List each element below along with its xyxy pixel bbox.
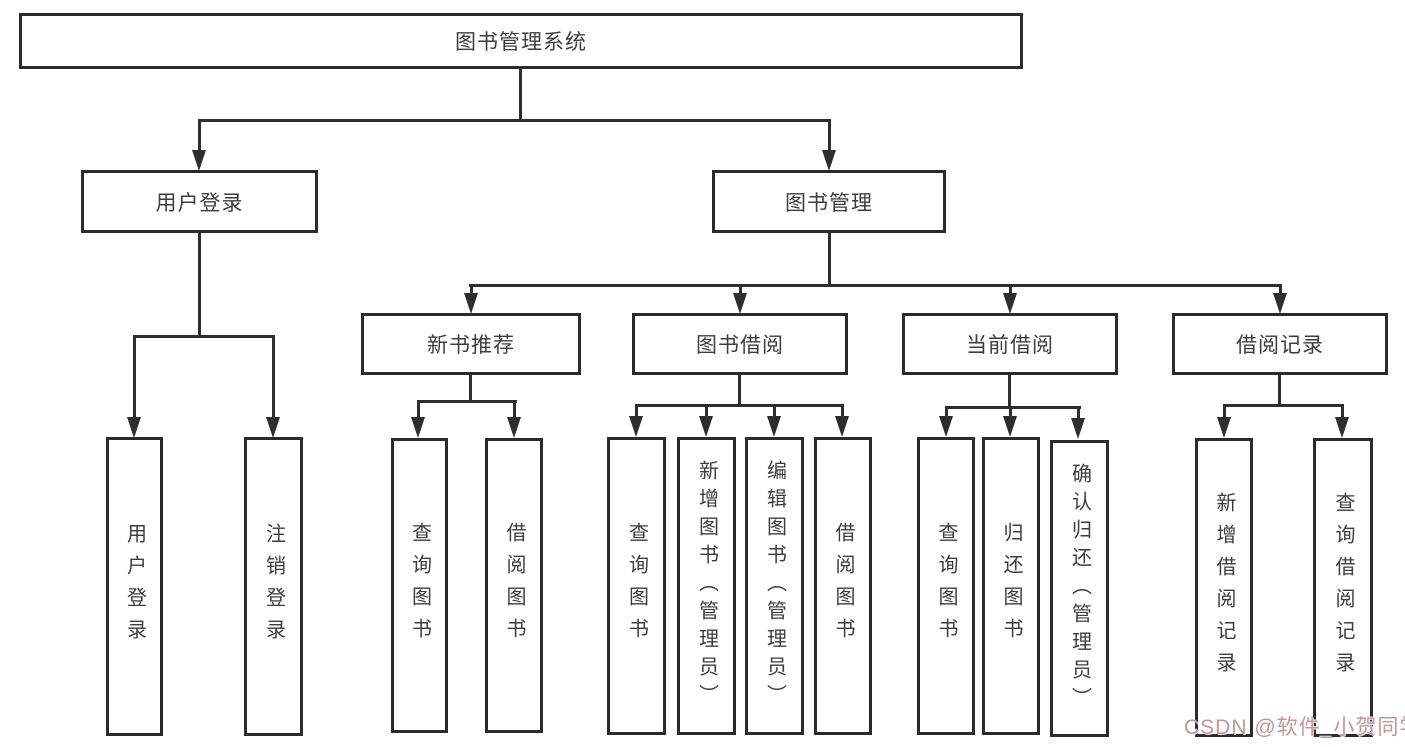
- arrow-down-icon: [767, 416, 781, 437]
- node-label: 归还图书: [1000, 522, 1022, 650]
- connector-line: [705, 404, 708, 418]
- connector-line: [635, 404, 844, 407]
- node-label: 编辑图书（管理员）: [763, 460, 786, 712]
- arrow-down-icon: [822, 150, 836, 171]
- connector-line: [417, 400, 420, 420]
- connector-line: [1223, 404, 1226, 418]
- arrow-down-icon: [1003, 293, 1017, 314]
- node-label: 查询借阅记录: [1332, 491, 1354, 684]
- connector-line: [198, 233, 201, 337]
- arrow-down-icon: [629, 416, 643, 437]
- arrow-down-icon: [1071, 418, 1085, 439]
- connector-line: [519, 69, 522, 122]
- node-user-login: 用户登录: [106, 437, 163, 736]
- node-return-books: 归还图书: [982, 437, 1040, 735]
- connector-line: [133, 335, 275, 338]
- connector-line: [635, 404, 638, 418]
- node-label: 借阅图书: [503, 521, 525, 650]
- node-query-borrow-record: 查询借阅记录: [1313, 438, 1373, 737]
- connector-line: [773, 404, 776, 418]
- connector-line: [198, 119, 201, 152]
- connector-line: [417, 400, 517, 403]
- node-query-books: 查询图书: [917, 437, 975, 735]
- node-label: 查询图书: [408, 521, 431, 650]
- arrow-down-icon: [127, 417, 141, 438]
- arrow-down-icon: [733, 293, 747, 314]
- arrow-down-icon: [507, 417, 521, 438]
- connector-line: [1008, 375, 1011, 408]
- connector-line: [945, 406, 1081, 409]
- connector-line: [1077, 406, 1080, 418]
- node-query-books: 查询图书: [391, 438, 448, 733]
- node-borrow-books: 借阅图书: [485, 438, 543, 733]
- arrow-down-icon: [411, 417, 425, 438]
- connector-line: [469, 375, 472, 402]
- node-label: 确认归还（管理员）: [1068, 462, 1091, 715]
- connector-line: [1278, 375, 1281, 406]
- node-query-books: 查询图书: [607, 437, 666, 735]
- arrow-down-icon: [939, 416, 953, 437]
- node-label: 查询图书: [935, 522, 957, 650]
- connector-line: [841, 404, 844, 418]
- arrow-down-icon: [699, 416, 713, 437]
- csdn-watermark: CSDN @软件_小贺同学: [1184, 716, 1405, 739]
- node-current-borrowing: 当前借阅: [902, 313, 1118, 375]
- node-logout: 注销登录: [244, 437, 303, 736]
- node-borrowing-records: 借阅记录: [1172, 313, 1388, 375]
- connector-line: [469, 284, 1282, 287]
- arrow-down-icon: [835, 416, 849, 437]
- node-label: 注销登录: [262, 522, 285, 651]
- node-add-borrow-record: 新增借阅记录: [1195, 438, 1253, 737]
- node-add-books-admin: 新增图书（管理员）: [677, 437, 736, 735]
- arrow-down-icon: [464, 293, 478, 314]
- node-user-login-branch: 用户登录: [81, 170, 318, 233]
- connector-line: [739, 284, 742, 296]
- arrow-down-icon: [1273, 293, 1287, 314]
- connector-line: [470, 284, 473, 296]
- connector-line: [1279, 284, 1282, 296]
- arrow-down-icon: [1335, 417, 1349, 438]
- connector-line: [828, 119, 831, 152]
- connector-line: [738, 375, 741, 406]
- connector-line: [1009, 284, 1012, 296]
- node-book-borrowing: 图书借阅: [632, 313, 848, 375]
- node-label: 借阅图书: [832, 522, 854, 650]
- arrow-down-icon: [192, 150, 206, 171]
- connector-line: [133, 335, 136, 419]
- node-confirm-return-admin: 确认归还（管理员）: [1050, 440, 1109, 737]
- arrow-down-icon: [266, 417, 280, 438]
- connector-line: [1223, 404, 1344, 407]
- node-label: 新增图书（管理员）: [695, 460, 718, 712]
- node-book-management-branch: 图书管理: [712, 170, 946, 233]
- connector-line: [1009, 406, 1012, 418]
- node-label: 新增借阅记录: [1213, 491, 1235, 684]
- connector-line: [272, 335, 275, 419]
- node-root-library-management-system: 图书管理系统: [19, 13, 1023, 69]
- node-edit-books-admin: 编辑图书（管理员）: [745, 437, 804, 735]
- node-label: 用户登录: [123, 522, 146, 651]
- node-borrow-books: 借阅图书: [814, 437, 872, 735]
- connector-line: [198, 119, 831, 122]
- arrow-down-icon: [1217, 417, 1231, 438]
- arrow-down-icon: [1003, 416, 1017, 437]
- connector-line: [828, 233, 831, 286]
- connector-line: [1341, 404, 1344, 418]
- node-label: 查询图书: [625, 522, 648, 650]
- connector-line: [945, 406, 948, 418]
- connector-line: [513, 400, 516, 420]
- node-new-book-recommendation: 新书推荐: [361, 313, 581, 375]
